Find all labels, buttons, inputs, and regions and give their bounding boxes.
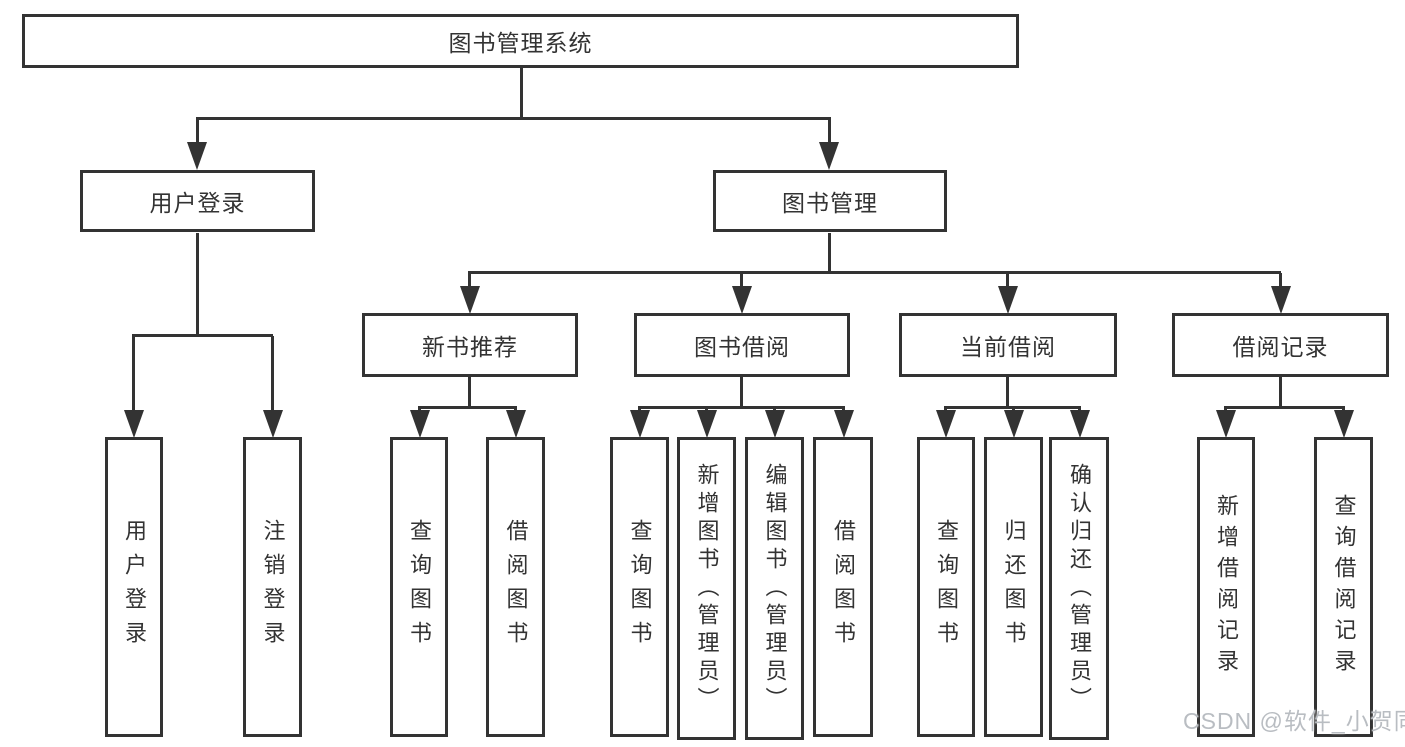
- node-current-borrow: 当前借阅: [899, 313, 1117, 377]
- connector-drop: [1006, 273, 1009, 291]
- leaf-return-book: 归还图书: [984, 437, 1043, 737]
- arrow-down-icon: [834, 410, 854, 438]
- connector-bar-bookborrow: [638, 406, 845, 409]
- leaf-logout: 注销登录: [243, 437, 302, 737]
- leaf-add-book-admin: 新增图书（管理员）: [677, 437, 736, 740]
- leaf-query-book: 查询图书: [610, 437, 669, 737]
- leaf-query-borrow-record: 查询借阅记录: [1314, 437, 1373, 737]
- arrow-down-icon: [124, 410, 144, 438]
- leaf-borrow-book: 借阅图书: [813, 437, 873, 737]
- leaf-borrow-book: 借阅图书: [486, 437, 545, 737]
- node-user-login: 用户登录: [80, 170, 315, 232]
- arrow-down-icon: [998, 286, 1018, 314]
- leaf-confirm-return-admin: 确认归还（管理员）: [1049, 437, 1109, 740]
- arrow-down-icon: [460, 286, 480, 314]
- connector-drop: [1279, 273, 1282, 291]
- arrow-down-icon: [1070, 410, 1090, 438]
- leaf-edit-book-admin: 编辑图书（管理员）: [745, 437, 804, 740]
- arrow-down-icon: [1004, 410, 1024, 438]
- node-book-borrow: 图书借阅: [634, 313, 850, 377]
- connector-bar-newbook: [418, 406, 517, 409]
- connector-drop: [196, 119, 199, 147]
- arrow-down-icon: [506, 410, 526, 438]
- connector-drop: [468, 273, 471, 291]
- connector-bar-login: [132, 334, 273, 337]
- arrow-down-icon: [1334, 410, 1354, 438]
- arrow-down-icon: [1271, 286, 1291, 314]
- leaf-user-login: 用户登录: [105, 437, 163, 737]
- connector-drop: [132, 336, 135, 412]
- leaf-add-borrow-record: 新增借阅记录: [1197, 437, 1255, 737]
- arrow-down-icon: [765, 410, 785, 438]
- leaf-query-book: 查询图书: [390, 437, 448, 737]
- arrow-down-icon: [187, 142, 207, 170]
- arrow-down-icon: [732, 286, 752, 314]
- connector-borrowrecord-stem: [1279, 377, 1282, 409]
- connector-root-stem: [520, 68, 523, 119]
- connector-drop: [828, 119, 831, 147]
- node-new-book-rec: 新书推荐: [362, 313, 578, 377]
- connector-bar-mgmt: [468, 271, 1281, 274]
- arrow-down-icon: [630, 410, 650, 438]
- connector-mgmt-stem: [828, 233, 831, 274]
- connector-bookborrow-stem: [740, 377, 743, 409]
- node-book-mgmt: 图书管理: [713, 170, 947, 232]
- arrow-down-icon: [936, 410, 956, 438]
- connector-newbook-stem: [468, 377, 471, 409]
- arrow-down-icon: [263, 410, 283, 438]
- arrow-down-icon: [819, 142, 839, 170]
- connector-bar-currentborrow: [944, 406, 1081, 409]
- node-borrow-record: 借阅记录: [1172, 313, 1389, 377]
- arrow-down-icon: [410, 410, 430, 438]
- connector-currentborrow-stem: [1006, 377, 1009, 409]
- connector-bar-level1: [196, 117, 831, 120]
- node-root: 图书管理系统: [22, 14, 1019, 68]
- connector-bar-borrowrecord: [1224, 406, 1345, 409]
- leaf-query-book: 查询图书: [917, 437, 975, 737]
- arrow-down-icon: [1216, 410, 1236, 438]
- connector-drop: [271, 336, 274, 412]
- connector-login-stem: [196, 233, 199, 336]
- watermark: CSDN @软件_小贺同学: [1183, 708, 1405, 734]
- connector-drop: [740, 273, 743, 291]
- arrow-down-icon: [697, 410, 717, 438]
